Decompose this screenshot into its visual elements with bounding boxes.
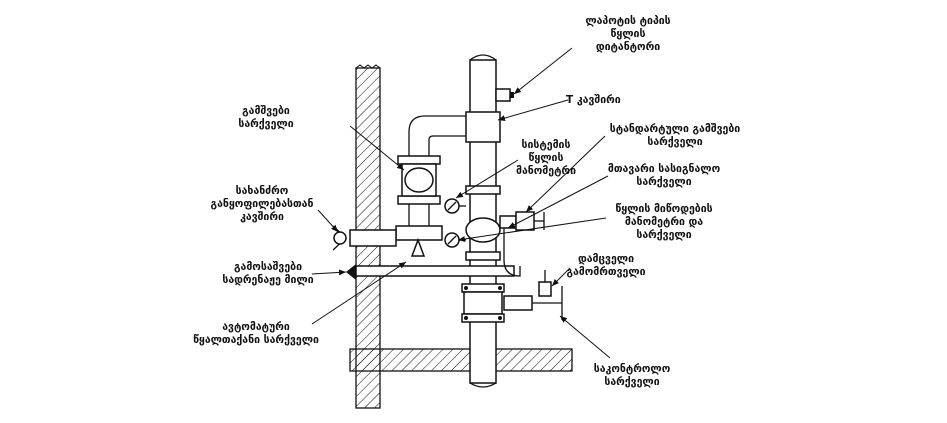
leader-lines	[311, 47, 611, 359]
floor-slab	[349, 348, 573, 372]
air-vent	[495, 88, 514, 102]
label-automatic-valve-line: წყალთაქანი სარქველი	[193, 334, 319, 346]
label-main-control-valve-line: სარქველი	[636, 176, 691, 188]
label-automatic-valve-line: ავტომატური	[222, 321, 290, 333]
label-signal-pressure-gauge-line: მანომეტრი	[516, 165, 576, 177]
label-drain-pipe-line: სადრენაჟე მილი	[222, 274, 313, 286]
label-fire-department-connection-line: კავშირი	[240, 211, 284, 223]
label-main-valve-line: გამშვები	[242, 105, 290, 117]
label-signal-pressure-gauge-line: წყლის	[529, 152, 564, 164]
label-main-control-valve-line: მთავარი სასიგნალო	[608, 163, 721, 175]
label-air-vent-line: დიტანტორი	[596, 41, 660, 53]
label-signal-pressure-gauge-line: სისტემის	[522, 139, 571, 151]
bypass-loop	[395, 115, 466, 241]
pressure-gauges	[444, 198, 466, 248]
label-drain-check-line: დამცველი	[578, 253, 634, 265]
label-water-pressure-valve-line: სარქველი	[636, 229, 691, 241]
main-riser-pipe	[461, 54, 505, 388]
label-control-valve-line: სარქველი	[604, 376, 659, 388]
label-water-pressure-valve-line: წყლის მიწოდების	[615, 203, 712, 215]
fire-department-connection	[332, 225, 426, 257]
label-main-valve-line: სარქველი	[238, 118, 293, 130]
label-water-pressure-valve-line: მანომეტრი და	[625, 216, 703, 228]
label-t-connector-line: T კავშირი	[566, 94, 621, 106]
label-air-vent-line: ლაპოტის ტიპის	[585, 15, 670, 27]
label-drain-pipe-line: გამოსაშვები	[234, 261, 302, 273]
label-drain-check-line: გამომრთველი	[566, 266, 645, 278]
label-standard-valve-line: სარქველი	[647, 136, 702, 148]
label-air-vent-line: წყლის	[611, 28, 646, 40]
label-standard-valve-line: სტანდარტული გამშვები	[610, 123, 741, 135]
label-fire-department-connection-line: სახანძრო	[236, 185, 289, 197]
label-t-connector: T კავშირი	[566, 94, 621, 106]
control-valve	[503, 270, 563, 320]
label-control-valve-line: საკონტროლო	[594, 363, 671, 375]
label-fire-department-connection-line: განყოფილებასთან	[211, 198, 314, 210]
